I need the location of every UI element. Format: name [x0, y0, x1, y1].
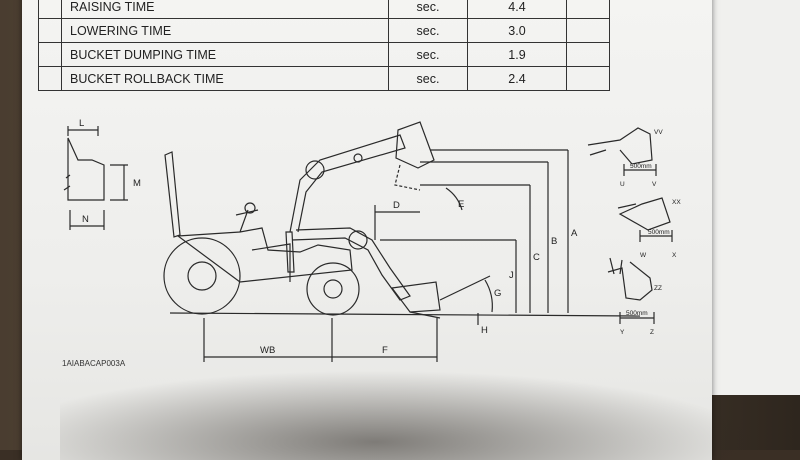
- table-row: RAISING TIME sec. 4.4: [38, 0, 610, 19]
- reach-and-dump-angle: D E: [374, 187, 464, 240]
- dim-label-h: H: [481, 325, 488, 336]
- dim-label-d: D: [393, 200, 400, 211]
- photo-shadow: [60, 370, 760, 460]
- row-value: 4.4: [467, 0, 567, 19]
- loader-lowered: [291, 227, 441, 319]
- dim-label-a: A: [571, 228, 578, 239]
- bucket-angle-inset-middle: XX 500mm W X: [617, 197, 681, 259]
- inset-scale-middle: 500mm: [648, 229, 670, 236]
- table-row: LOWERING TIME sec. 3.0: [38, 18, 610, 43]
- inset-label-v: V: [652, 181, 657, 188]
- horizontal-dimensions: WB F: [203, 318, 438, 362]
- inset-label-xx: XX: [672, 199, 681, 206]
- bucket-inset: L M N: [63, 118, 141, 230]
- inset-label-u: U: [620, 181, 625, 188]
- adjacent-page: [700, 0, 800, 395]
- inset-label-z: Z: [650, 329, 654, 336]
- figure-code: 1AIABACAP003A: [62, 359, 126, 368]
- inset-label-y: Y: [620, 329, 625, 336]
- dim-label-f: F: [382, 345, 388, 356]
- dim-label-g: G: [494, 288, 501, 299]
- height-dimensions: A B C J: [380, 149, 578, 313]
- timing-spec-table: RAISING TIME sec. 4.4 LOWERING TIME sec.…: [38, 0, 610, 91]
- dim-label-j: J: [509, 270, 514, 281]
- dim-label-l: L: [79, 118, 84, 129]
- row-value: 3.0: [467, 18, 567, 43]
- bucket-angle-inset-top: VV 500mm U V: [587, 127, 663, 188]
- inset-label-vv: VV: [654, 129, 663, 136]
- ground-line: [169, 312, 641, 317]
- loader-raised: [289, 121, 435, 233]
- inset-scale-bottom: 500mm: [626, 310, 648, 317]
- dim-label-wb: WB: [260, 345, 275, 356]
- dim-label-n: N: [82, 214, 89, 225]
- row-unit: sec.: [388, 66, 468, 91]
- inset-label-w: W: [640, 252, 647, 259]
- row-label: BUCKET ROLLBACK TIME: [61, 66, 389, 91]
- bucket-angle-inset-bottom: ZZ 500mm Y Z: [607, 257, 662, 336]
- rollback-angle-and-dig-depth: G H: [439, 275, 501, 336]
- inset-label-zz: ZZ: [654, 285, 662, 292]
- tractor-outline: [163, 151, 360, 316]
- row-unit: sec.: [388, 18, 468, 43]
- dim-label-m: M: [133, 178, 141, 189]
- table-row: BUCKET ROLLBACK TIME sec. 2.4: [38, 66, 610, 91]
- loader-dimension-diagram: L M N: [63, 118, 681, 362]
- dim-label-c: C: [533, 252, 540, 263]
- table-row: BUCKET DUMPING TIME sec. 1.9: [38, 42, 610, 67]
- row-value: 2.4: [467, 66, 567, 91]
- dim-label-e: E: [458, 199, 464, 210]
- row-label: BUCKET DUMPING TIME: [61, 42, 389, 67]
- inset-label-x: X: [672, 252, 677, 259]
- dim-label-b: B: [551, 236, 557, 247]
- inset-scale-top: 500mm: [630, 163, 652, 170]
